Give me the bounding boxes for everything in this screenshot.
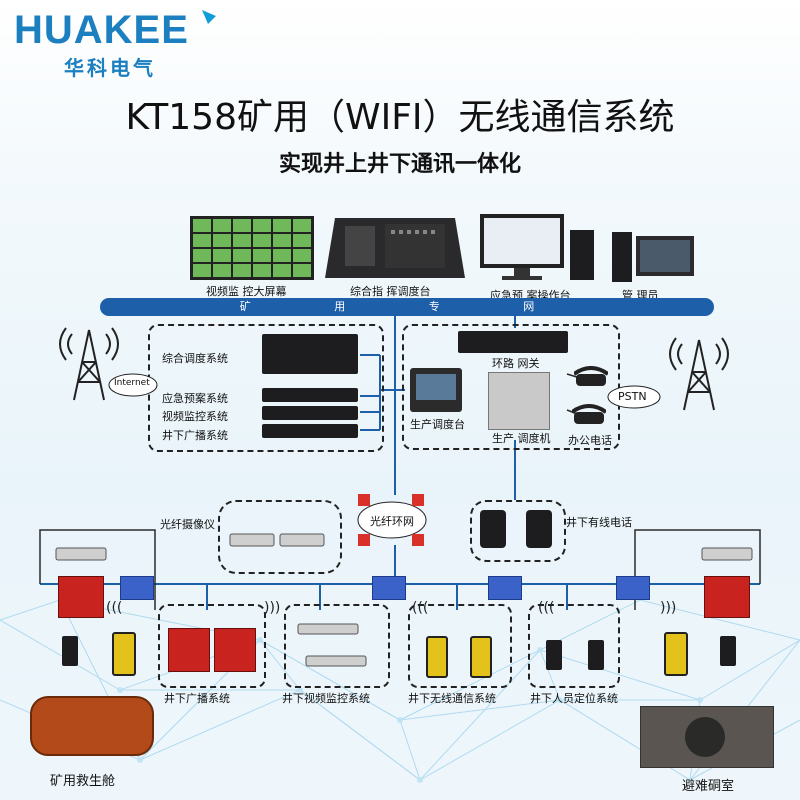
video-system-bottom-label: 井下视频监控系统	[282, 692, 370, 705]
camera-icon-right	[701, 547, 753, 561]
speaker-icon-2	[214, 628, 256, 672]
monitor-icon	[480, 214, 594, 280]
wifi-icon-4: (((	[538, 600, 555, 616]
server-icon	[612, 232, 694, 282]
access-point-icon-2	[372, 576, 406, 600]
speaker-icon-1	[168, 628, 210, 672]
video-camera-icons	[297, 623, 367, 667]
fiber-ring-label: 光纤环网	[370, 515, 414, 528]
logo-chevron-icon	[202, 10, 216, 24]
emergency-server-icon	[262, 388, 358, 402]
dispatch-server-icon	[262, 334, 358, 374]
page-subtitle: 实现井上井下通讯一体化	[278, 152, 521, 177]
access-point-icon-3	[488, 576, 522, 600]
pstn-label: PSTN	[618, 390, 647, 403]
broadcast-system-group	[158, 604, 266, 688]
fiber-camera-label: 光纤摄像仪	[160, 518, 215, 531]
logo-text: HUAKEE	[14, 8, 189, 52]
console-icon	[325, 218, 465, 278]
fiber-camera-group	[218, 500, 342, 574]
video-wall-label: 视频监 控大屏幕	[206, 285, 287, 298]
video-system-group	[284, 604, 390, 688]
page-title: KT158矿用（WIFI）无线通信系统	[125, 97, 675, 138]
dispatcher-label: 生产 调度机	[492, 432, 551, 445]
management-device	[612, 230, 696, 282]
office-phone-label: 办公电话	[568, 434, 612, 447]
handset-icon-right	[664, 632, 688, 676]
mine-network-bus: 矿 用 专 网	[100, 298, 714, 316]
broadcast-speaker-icon-left	[58, 576, 104, 618]
dispatcher-cabinet-icon	[488, 372, 550, 430]
broadcast-server-icon	[262, 424, 358, 438]
access-point-icon-4	[616, 576, 650, 600]
loop-gateway-icon	[458, 331, 568, 353]
broadcast-speaker-icon-right	[704, 576, 750, 618]
emergency-desk-device	[478, 212, 598, 282]
dispatch-console-label: 综合指 挥调度台	[350, 285, 431, 298]
phone-icon	[574, 366, 608, 386]
locator-icon-2	[588, 640, 604, 670]
locator-icon-left	[62, 636, 78, 666]
video-wall-device	[190, 212, 314, 280]
logo-subtitle: 华科电气	[64, 56, 156, 80]
wired-phone-group	[470, 500, 566, 562]
camera-icon-left	[55, 547, 107, 561]
handset-icon-left	[112, 632, 136, 676]
locator-icon-1	[546, 640, 562, 670]
internet-label: Internet	[114, 378, 150, 388]
wireless-system-group	[408, 604, 512, 688]
video-wall-icon	[190, 216, 314, 280]
office-phone-icon	[572, 404, 606, 424]
broadcast-system-label: 井下广播系统	[162, 429, 228, 442]
production-desk-label: 生产调度台	[410, 418, 465, 431]
tower-icon-right	[669, 337, 729, 411]
positioning-system-bottom-label: 井下人员定位系统	[530, 692, 618, 705]
wireless-system-bottom-label: 井下无线通信系统	[408, 692, 496, 705]
tower-icon	[59, 327, 119, 401]
wireless-handset-icon-2	[470, 636, 492, 678]
broadcast-system-bottom-label: 井下广播系统	[164, 692, 230, 705]
wifi-icon-2: )))	[264, 600, 281, 616]
fiber-ring-icon	[357, 494, 427, 546]
bus-label: 矿 用 专 网	[239, 300, 575, 313]
locator-icon-right	[720, 636, 736, 666]
wifi-icon-3: (((	[412, 600, 429, 616]
production-desk-icon	[410, 368, 462, 412]
video-server-icon	[262, 406, 358, 420]
wireless-handset-icon-1	[426, 636, 448, 678]
pstn-cloud-icon	[607, 385, 661, 409]
wired-phone-label: 井下有线电话	[566, 516, 632, 529]
rescue-cabin-icon	[30, 696, 154, 756]
video-system-label: 视频监控系统	[162, 410, 228, 423]
rescue-cabin-label: 矿用救生舱	[50, 774, 116, 789]
internet-cloud-icon	[108, 373, 158, 397]
refuge-chamber-photo	[640, 706, 774, 768]
right-systems-group	[402, 324, 620, 450]
dispatch-system-label: 综合调度系统	[162, 352, 228, 365]
refuge-chamber-label: 避难硐室	[682, 779, 735, 794]
emergency-system-label: 应急预案系统	[162, 392, 228, 405]
access-point-icon-1	[120, 576, 154, 600]
company-logo: HUAKEE 华科电气	[14, 8, 216, 80]
positioning-system-group	[528, 604, 620, 688]
dispatch-console-device	[325, 218, 465, 282]
camera-icon	[229, 533, 325, 547]
wifi-icon-1: (((	[106, 600, 123, 616]
wifi-icon-5: )))	[660, 600, 677, 616]
wired-phone-icon-2	[526, 510, 552, 548]
gateway-label: 环路 网关	[492, 357, 540, 370]
wired-phone-icon-1	[480, 510, 506, 548]
